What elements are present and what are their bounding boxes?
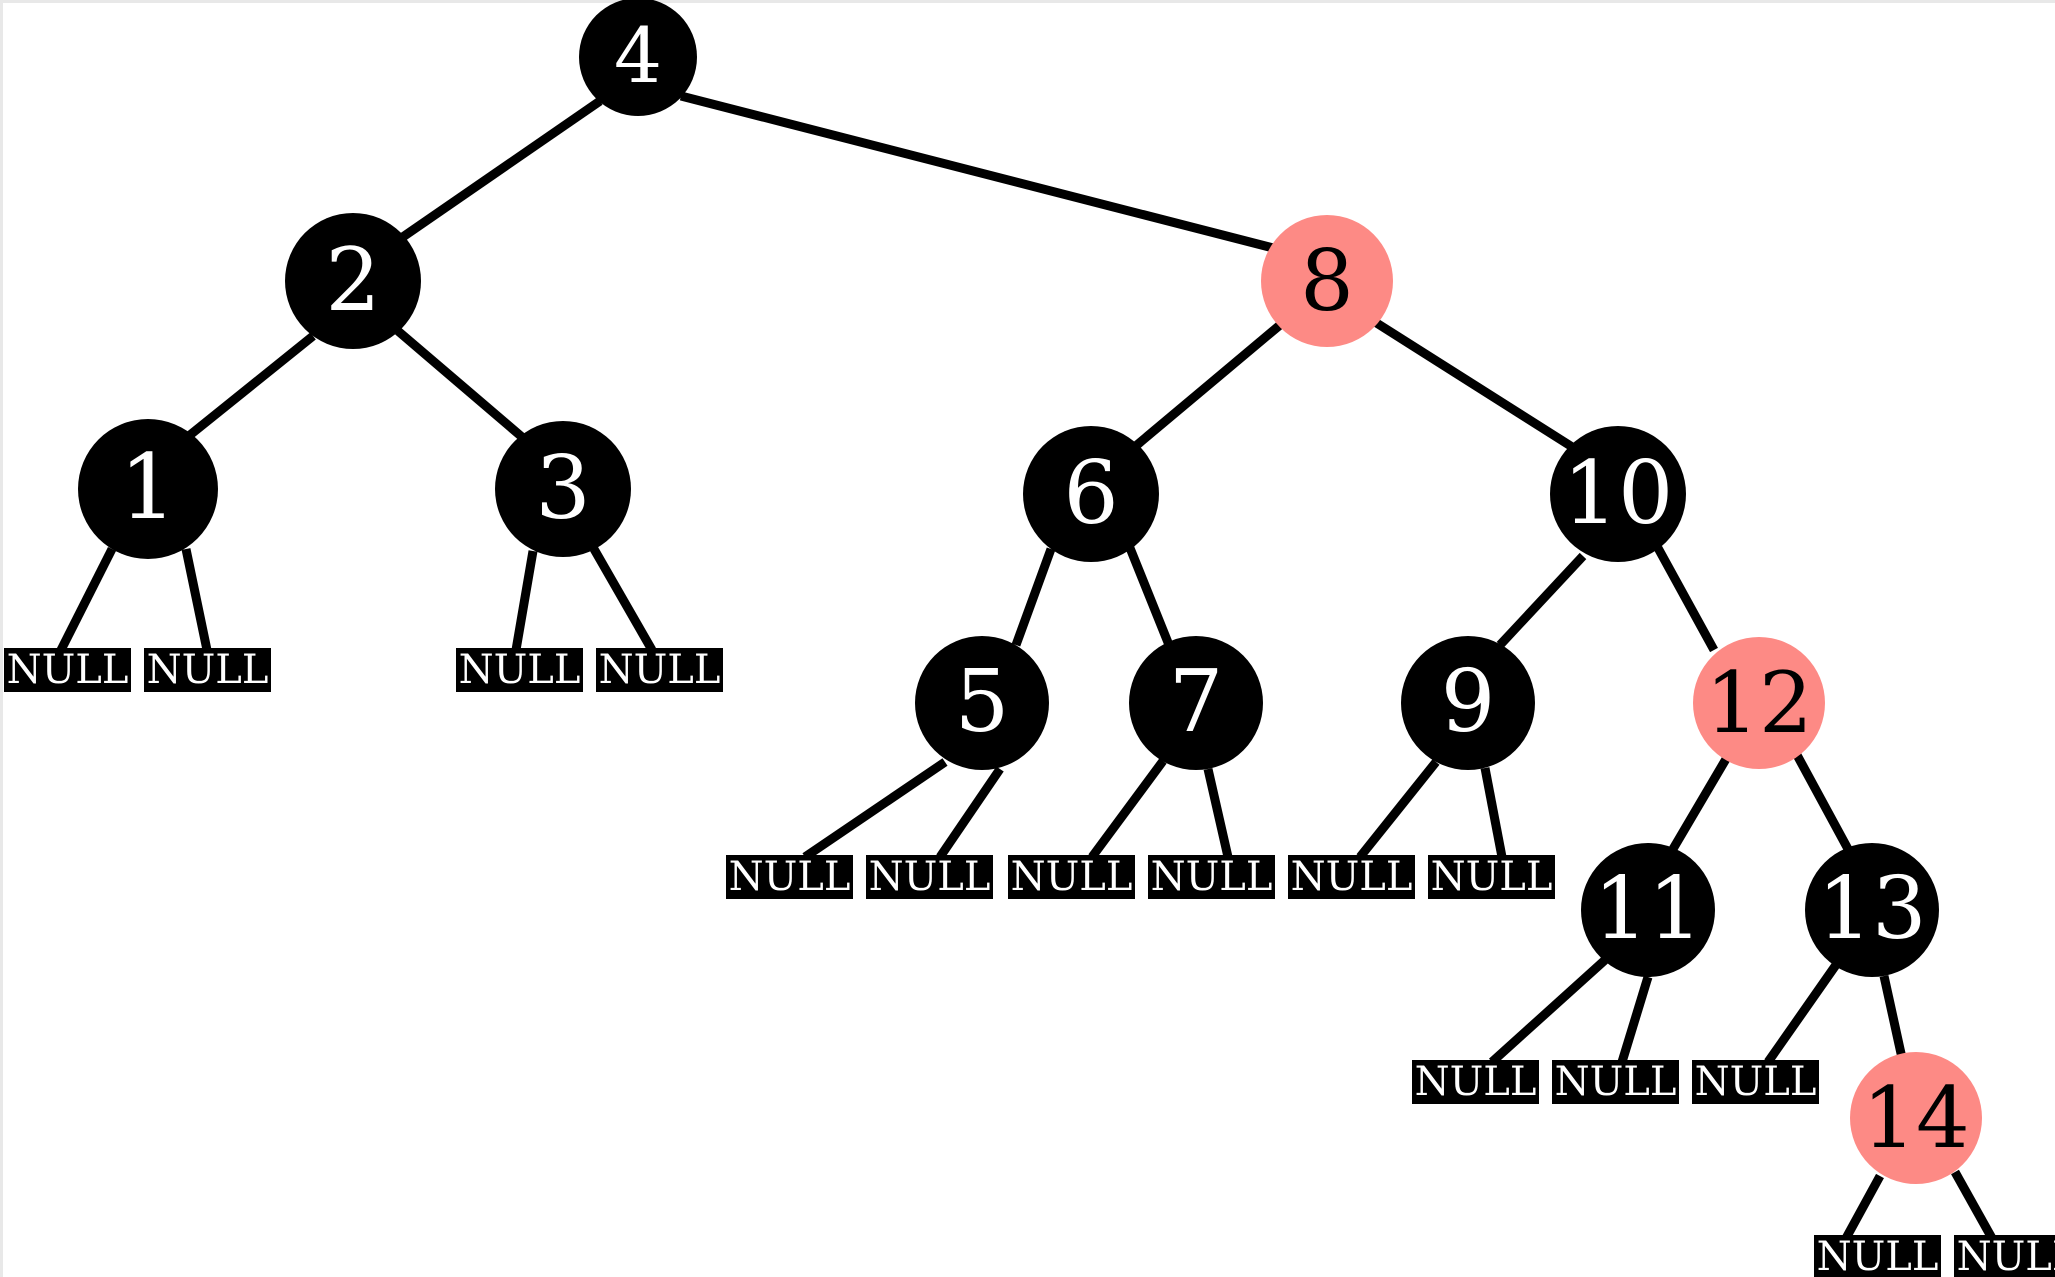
tree-node-label: 14 bbox=[1862, 1068, 1970, 1167]
tree-edge-n10-n12 bbox=[1654, 545, 1718, 653]
tree-node-14[interactable]: 14 bbox=[1850, 1052, 1982, 1184]
tree-node-label: 12 bbox=[1705, 653, 1813, 752]
tree-edge-n1-u2 bbox=[181, 548, 212, 651]
tree-null-leaf-label: NULL bbox=[1816, 1234, 1939, 1277]
tree-edge-n5-u6 bbox=[936, 766, 1004, 860]
tree-edge-n13-u13 bbox=[1764, 959, 1842, 1065]
tree-null-leaf: NULL bbox=[144, 648, 271, 692]
tree-node-label: 5 bbox=[954, 652, 1010, 753]
tree-edge-n1-u1 bbox=[56, 546, 117, 653]
tree-edge-n3-u4 bbox=[590, 546, 656, 653]
tree-edge-n7-u7 bbox=[1088, 758, 1167, 860]
tree-null-leaf-label: NULL bbox=[1290, 854, 1413, 900]
tree-edge-n4-n2 bbox=[394, 97, 603, 245]
tree-edge-n13-n14 bbox=[1879, 975, 1907, 1059]
tree-null-leaf-label: NULL bbox=[1150, 854, 1273, 900]
tree-null-leaf: NULL bbox=[4, 648, 131, 692]
tree-null-leaf: NULL bbox=[1692, 1060, 1819, 1104]
tree-edge-n6-n7 bbox=[1125, 546, 1174, 647]
tree-node-label: 7 bbox=[1168, 652, 1224, 753]
tree-null-leaf: NULL bbox=[1008, 855, 1135, 899]
tree-edge-n12-n13 bbox=[1793, 752, 1852, 852]
tree-edge-n12-n11 bbox=[1669, 756, 1730, 852]
tree-null-leaf: NULL bbox=[1552, 1060, 1679, 1104]
tree-null-leaf-label: NULL bbox=[728, 854, 851, 900]
tree-null-leaf: NULL bbox=[1288, 855, 1415, 899]
tree-edge-n3-u3 bbox=[511, 550, 538, 651]
tree-edge-n5-u5 bbox=[802, 758, 948, 861]
tree-edge-n7-u8 bbox=[1203, 768, 1233, 858]
top-border-rule bbox=[0, 0, 2055, 3]
tree-edge-n8-n10 bbox=[1372, 318, 1580, 454]
tree-null-leaf-label: NULL bbox=[868, 854, 991, 900]
tree-edge-n9-u10 bbox=[1480, 767, 1507, 858]
tree-node-8[interactable]: 8 bbox=[1261, 215, 1393, 347]
tree-node-label: 8 bbox=[1300, 231, 1354, 330]
tree-node-label: 4 bbox=[613, 12, 663, 101]
tree-node-label: 1 bbox=[119, 436, 177, 541]
tree-edge-n4-n8 bbox=[679, 91, 1283, 255]
tree-edge-n14-u15 bbox=[1951, 1169, 1997, 1243]
tree-null-leaf: NULL bbox=[456, 648, 583, 692]
tree-node-2[interactable]: 2 bbox=[285, 213, 421, 349]
tree-edge-n9-u9 bbox=[1356, 759, 1440, 860]
tree-null-leaf-label: NULL bbox=[1010, 854, 1133, 900]
tree-null-leaf-label: NULL bbox=[458, 647, 581, 693]
tree-null-leaf-label: NULL bbox=[1554, 1059, 1677, 1105]
tree-node-11[interactable]: 11 bbox=[1581, 843, 1715, 977]
tree-edge-n8-n6 bbox=[1128, 321, 1283, 454]
tree-node-6[interactable]: 6 bbox=[1023, 426, 1159, 562]
tree-node-1[interactable]: 1 bbox=[78, 419, 218, 559]
tree-null-leaf: NULL bbox=[596, 648, 723, 692]
tree-node-12[interactable]: 12 bbox=[1693, 637, 1825, 769]
tree-node-5[interactable]: 5 bbox=[915, 636, 1049, 770]
tree-node-label: 9 bbox=[1440, 652, 1496, 753]
tree-edge-n11-u12 bbox=[1617, 975, 1653, 1064]
tree-null-leaf-label: NULL bbox=[1694, 1059, 1817, 1105]
left-border-rule bbox=[0, 0, 3, 1277]
tree-null-leaf-label: NULL bbox=[146, 647, 269, 693]
tree-node-label: 3 bbox=[535, 437, 591, 540]
tree-null-leaf-label: NULL bbox=[1414, 1059, 1537, 1105]
tree-null-leaf-label: NULL bbox=[1430, 854, 1553, 900]
tree-null-leaf-label: NULL bbox=[598, 647, 721, 693]
tree-null-leaf: NULL bbox=[1148, 855, 1275, 899]
tree-node-label: 10 bbox=[1562, 442, 1674, 545]
tree-node-label: 11 bbox=[1593, 859, 1703, 960]
tree-node-9[interactable]: 9 bbox=[1401, 636, 1535, 770]
tree-node-label: 2 bbox=[325, 229, 381, 332]
tree-null-leaf: NULL bbox=[1428, 855, 1555, 899]
tree-edge-n2-n3 bbox=[395, 327, 525, 441]
tree-node-label: 6 bbox=[1063, 442, 1119, 545]
tree-null-leaf-label: NULL bbox=[6, 647, 129, 693]
tree-null-leaf: NULL bbox=[866, 855, 993, 899]
tree-null-leaf-label: NULL bbox=[1956, 1234, 2055, 1277]
tree-null-leaf: NULL bbox=[726, 855, 853, 899]
tree-node-4[interactable]: 4 bbox=[579, 0, 697, 116]
tree-edge-n6-n5 bbox=[1011, 547, 1056, 647]
tree-node-10[interactable]: 10 bbox=[1550, 426, 1686, 562]
tree-node-13[interactable]: 13 bbox=[1805, 843, 1939, 977]
tree-edge-n14-u14 bbox=[1841, 1173, 1884, 1243]
tree-node-label: 13 bbox=[1817, 859, 1927, 960]
tree-null-leaf: NULL bbox=[1954, 1235, 2055, 1277]
tree-edge-n11-u11 bbox=[1488, 956, 1609, 1066]
tree-node-7[interactable]: 7 bbox=[1129, 636, 1263, 770]
tree-edge-n10-n9 bbox=[1496, 552, 1587, 649]
tree-null-leaf: NULL bbox=[1814, 1235, 1941, 1277]
tree-null-leaf: NULL bbox=[1412, 1060, 1539, 1104]
tree-node-3[interactable]: 3 bbox=[495, 421, 631, 557]
tree-edge-n2-n1 bbox=[187, 332, 316, 439]
